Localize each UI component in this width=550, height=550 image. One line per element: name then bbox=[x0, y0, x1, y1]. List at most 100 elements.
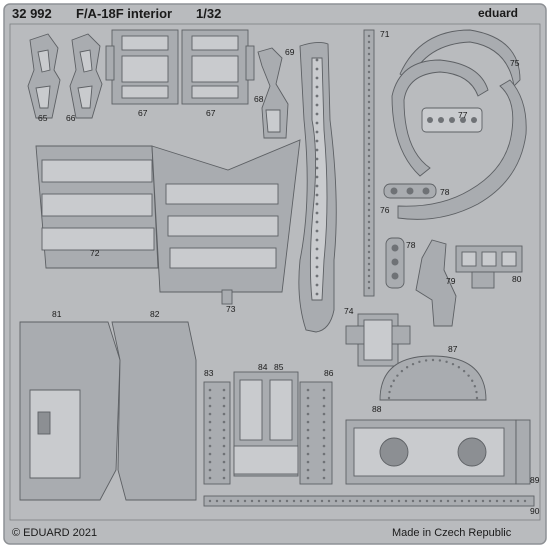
part-69-hole bbox=[315, 202, 319, 206]
part-90-hole bbox=[425, 499, 429, 503]
part-83-rivet bbox=[222, 452, 226, 456]
part-86-rivet bbox=[306, 388, 310, 392]
part-83-rivet bbox=[222, 460, 226, 464]
fret-title: F/A-18F interior bbox=[76, 6, 173, 21]
part-71-hole bbox=[367, 160, 371, 164]
part-label-90: 90 bbox=[530, 506, 540, 516]
part-90-hole bbox=[460, 499, 464, 503]
part-90-hole bbox=[509, 499, 513, 503]
part-82 bbox=[111, 321, 197, 501]
part-69-hole bbox=[315, 148, 319, 152]
part-87-rivet bbox=[438, 359, 442, 362]
part-86-rivet bbox=[306, 444, 310, 448]
part-label-78-bottom: 78 bbox=[406, 240, 416, 250]
part-86-rivet bbox=[306, 428, 310, 432]
part-83-rivet bbox=[208, 404, 212, 408]
part-73 bbox=[151, 139, 301, 305]
part-90-hole bbox=[327, 499, 331, 503]
part-83-rivet bbox=[222, 428, 226, 432]
part-label-80: 80 bbox=[512, 274, 522, 284]
part-90-hole bbox=[390, 499, 394, 503]
part-78-hole bbox=[391, 258, 399, 266]
part-label-72: 72 bbox=[90, 248, 100, 258]
part-label-71: 71 bbox=[380, 29, 390, 39]
part-83-rivet bbox=[208, 412, 212, 416]
part-label-84: 84 bbox=[258, 362, 268, 372]
part-71-hole bbox=[367, 280, 371, 284]
part-71-hole bbox=[367, 82, 371, 86]
part-86-rivet bbox=[306, 460, 310, 464]
part-86-rivet bbox=[322, 460, 326, 464]
part-86-rivet bbox=[322, 436, 326, 440]
part-90-hole bbox=[299, 499, 303, 503]
part-90-hole bbox=[257, 499, 261, 503]
part-90-hole bbox=[348, 499, 352, 503]
part-71-hole bbox=[367, 238, 371, 242]
part-90-hole bbox=[467, 499, 471, 503]
part-71-hole bbox=[367, 220, 371, 224]
part-71-hole bbox=[367, 130, 371, 134]
part-90-hole bbox=[215, 499, 219, 503]
part-69-hole bbox=[315, 229, 319, 233]
part-90-hole bbox=[285, 499, 289, 503]
part-83-rivet bbox=[208, 460, 212, 464]
part-83-rivet bbox=[222, 412, 226, 416]
part-label-85: 85 bbox=[274, 362, 284, 372]
part-87-rivet bbox=[400, 369, 404, 373]
part-69-hole bbox=[315, 130, 319, 134]
part-69-hole bbox=[315, 238, 319, 242]
part-69-hole bbox=[315, 274, 319, 278]
part-84-85 bbox=[233, 371, 299, 477]
part-label-86: 86 bbox=[324, 368, 334, 378]
part-83-rivet bbox=[222, 388, 226, 392]
part-71-hole bbox=[367, 46, 371, 50]
part-90-hole bbox=[264, 499, 268, 503]
part-90-hole bbox=[439, 499, 443, 503]
part-90-hole bbox=[432, 499, 436, 503]
part-90-hole bbox=[229, 499, 233, 503]
part-87-rivet bbox=[424, 359, 428, 362]
part-label-88: 88 bbox=[372, 404, 382, 414]
part-86-rivet bbox=[306, 404, 310, 408]
part-71-hole bbox=[367, 226, 371, 230]
part-83-rivet bbox=[222, 476, 226, 480]
part-87-rivet bbox=[411, 362, 415, 366]
part-71-hole bbox=[367, 214, 371, 218]
part-90-hole bbox=[362, 499, 366, 503]
part-90-hole bbox=[404, 499, 408, 503]
part-71-hole bbox=[367, 268, 371, 272]
part-71-hole bbox=[367, 94, 371, 98]
part-71-hole bbox=[367, 250, 371, 254]
part-90-hole bbox=[334, 499, 338, 503]
part-90-hole bbox=[320, 499, 324, 503]
part-label-68: 68 bbox=[254, 94, 264, 104]
part-71-hole bbox=[367, 106, 371, 110]
part-90-hole bbox=[481, 499, 485, 503]
part-87-rivet bbox=[471, 379, 474, 382]
part-69-hole bbox=[315, 139, 319, 143]
part-79 bbox=[415, 239, 457, 327]
part-label-87: 87 bbox=[448, 344, 458, 354]
part-71-hole bbox=[367, 166, 371, 170]
part-90-hole bbox=[411, 499, 415, 503]
part-71-hole bbox=[367, 52, 371, 56]
part-86-rivet bbox=[322, 396, 326, 400]
part-86-rivet bbox=[322, 452, 326, 456]
part-label-89: 89 bbox=[530, 475, 540, 485]
part-69-hole bbox=[315, 67, 319, 71]
part-69-hole bbox=[315, 256, 319, 260]
origin-notice: Made in Czech Republic bbox=[392, 527, 512, 539]
part-label-78-top: 78 bbox=[440, 187, 450, 197]
part-71-hole bbox=[367, 274, 371, 278]
part-label-73: 73 bbox=[226, 304, 236, 314]
part-83-rivet bbox=[222, 396, 226, 400]
part-90-hole bbox=[369, 499, 373, 503]
part-66 bbox=[69, 33, 103, 119]
part-69-hole bbox=[315, 112, 319, 116]
part-87-rivet bbox=[388, 390, 391, 394]
part-90-hole bbox=[313, 499, 317, 503]
part-label-74: 74 bbox=[344, 306, 354, 316]
part-78-hole bbox=[391, 272, 399, 280]
part-90-hole bbox=[397, 499, 401, 503]
